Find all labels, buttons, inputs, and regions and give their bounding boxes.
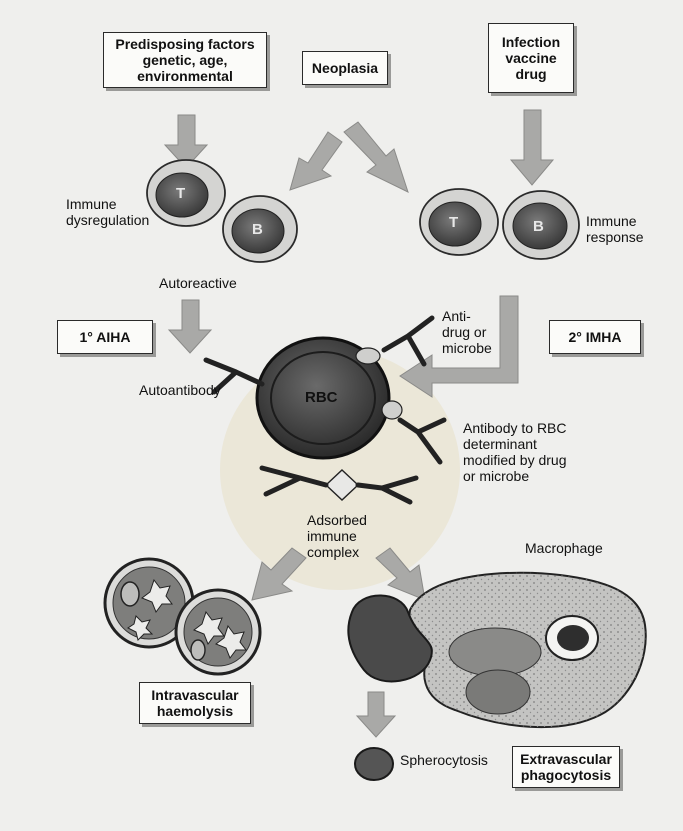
- arrow-neoplasia-left: [290, 132, 342, 190]
- t-cell-right-label: T: [449, 215, 458, 231]
- b-cell-right-label: B: [533, 219, 544, 235]
- spherocyte: [355, 748, 393, 780]
- antigen-right: [382, 401, 402, 419]
- rbc-label: RBC: [305, 390, 338, 406]
- secondary-imha-box: 2° IMHA: [549, 320, 641, 354]
- macrophage-cell: [410, 573, 646, 727]
- primary-aiha-box: 1° AIHA: [57, 320, 153, 354]
- spherocytosis-label: Spherocytosis: [400, 752, 488, 768]
- macrophage-label: Macrophage: [525, 540, 603, 556]
- anti-drug-antibody-y: [384, 318, 432, 364]
- t-cell-right: [420, 189, 498, 255]
- autoantibody-label: Autoantibody: [139, 382, 221, 398]
- autoreactive-label: Autoreactive: [159, 275, 237, 291]
- arrow-to-spherocytosis: [357, 692, 395, 737]
- arrow-neoplasia-right: [344, 122, 408, 192]
- t-cell-left-label: T: [176, 186, 185, 202]
- b-cell-left-label: B: [252, 222, 263, 238]
- arrow-autoreactive-down: [169, 300, 211, 353]
- antigen-top: [356, 348, 380, 364]
- arrow-infection-to-b: [511, 110, 553, 185]
- neoplasia-box: Neoplasia: [302, 51, 388, 85]
- vessel-right: [176, 590, 260, 674]
- t-cell-left: [147, 160, 225, 226]
